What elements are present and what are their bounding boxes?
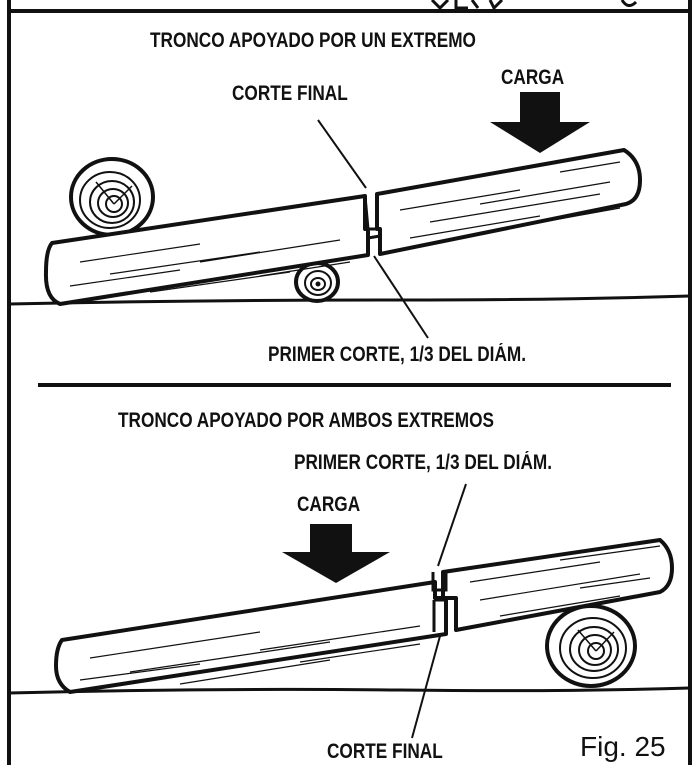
top-diagram-title: TRONCO APOYADO POR UN EXTREMO — [150, 29, 476, 52]
first-cut-leader-bottom — [437, 483, 467, 567]
support-log-end-top — [69, 157, 155, 237]
figure-caption: Fig. 25 — [580, 731, 666, 762]
ground-line-top — [8, 294, 691, 306]
top-load-label: CARGA — [501, 66, 565, 89]
support-log-small-top — [294, 261, 340, 303]
load-arrow-bottom — [282, 524, 390, 583]
ground-line-bottom — [8, 686, 691, 695]
bottom-final-cut-label: CORTE FINAL — [327, 740, 443, 763]
main-log-bottom — [54, 538, 674, 694]
final-cut-leader-top — [317, 119, 367, 189]
cropped-top-text — [430, 0, 638, 11]
support-log-end-bottom — [545, 604, 637, 688]
bottom-first-cut-label: PRIMER CORTE, 1/3 DEL DIÁM. — [294, 451, 553, 474]
main-log-top — [43, 148, 642, 306]
load-arrow-top — [490, 92, 590, 153]
final-cut-leader-bottom — [411, 635, 441, 739]
bottom-diagram-title: TRONCO APOYADO POR AMBOS EXTREMOS — [118, 409, 495, 432]
top-first-cut-label: PRIMER CORTE, 1/3 DEL DIÁM. — [268, 343, 527, 366]
bottom-load-label: CARGA — [297, 493, 361, 516]
top-final-cut-label: CORTE FINAL — [232, 82, 348, 105]
first-cut-leader-top — [373, 255, 429, 339]
